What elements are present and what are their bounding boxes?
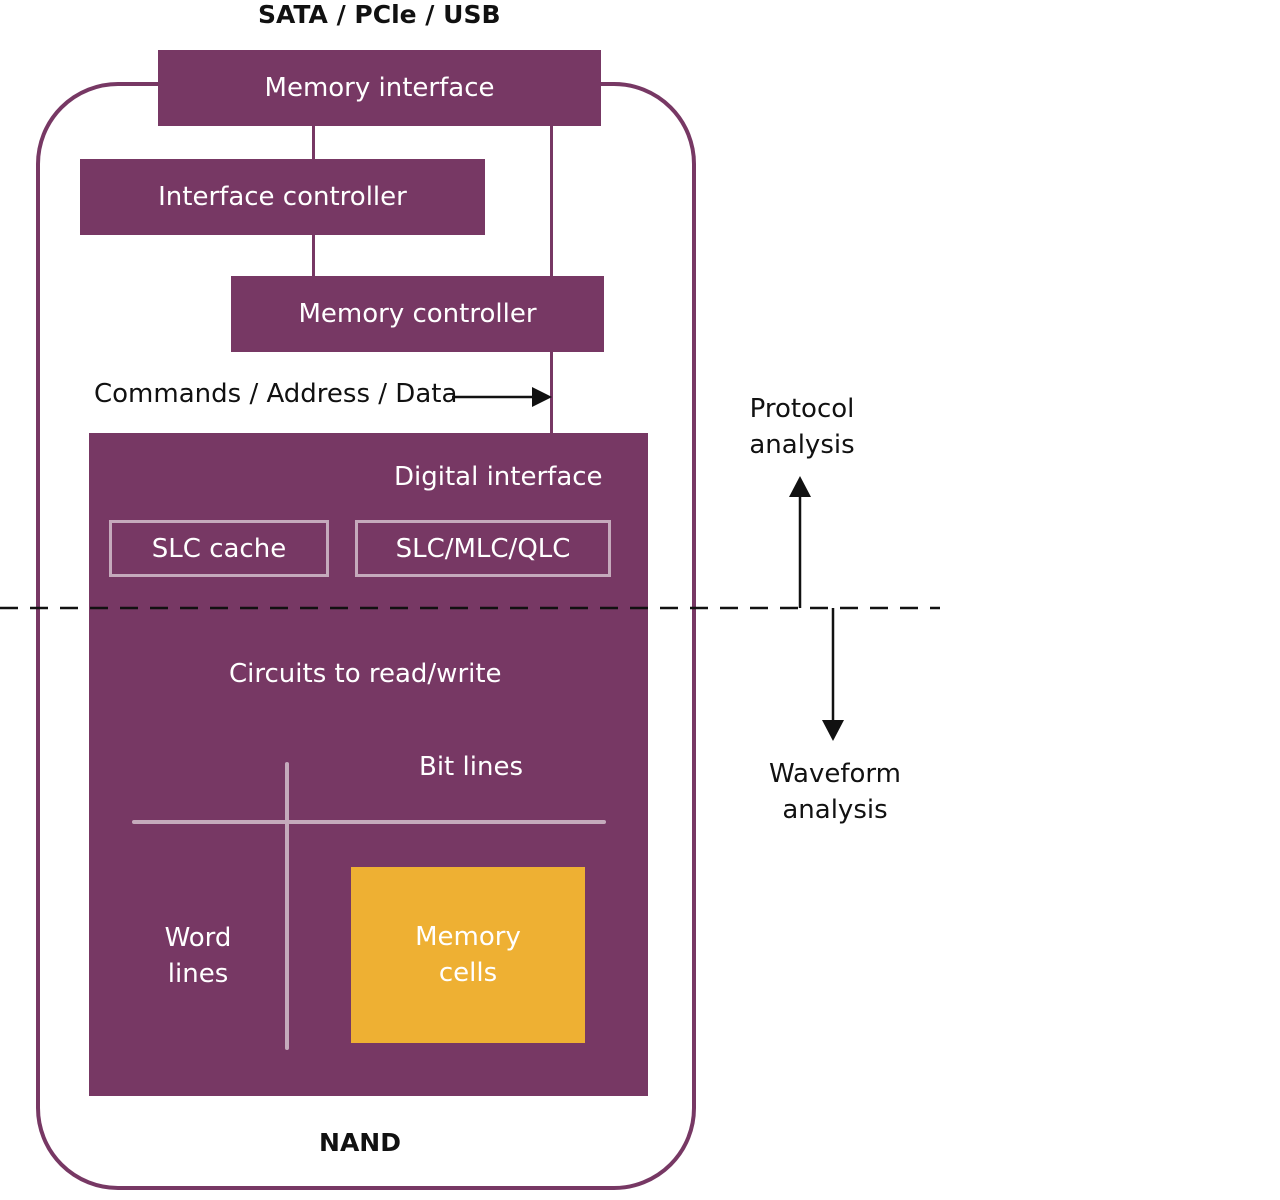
connector-line: [550, 126, 553, 276]
bit-lines-label: Bit lines: [419, 752, 523, 782]
protocol-analysis-line2: analysis: [749, 430, 855, 460]
slc-mlc-qlc-box: SLC/MLC/QLC: [355, 520, 611, 577]
interface-controller-box: Interface controller: [80, 159, 485, 235]
connector-line: [312, 126, 315, 160]
bus-label: SATA / PCle / USB: [258, 0, 501, 29]
waveform-arrow-head: [822, 720, 844, 741]
interface-controller-label: Interface controller: [158, 182, 407, 212]
slc-cache-label: SLC cache: [151, 533, 287, 564]
connector-line: [550, 351, 553, 434]
digital-interface-label: Digital interface: [394, 462, 603, 492]
waveform-analysis-line1: Waveform: [769, 759, 901, 789]
nand-label: NAND: [319, 1128, 401, 1157]
memory-controller-label: Memory controller: [298, 299, 537, 329]
word-lines-line2: lines: [167, 959, 229, 989]
slc-mlc-qlc-label: SLC/MLC/QLC: [395, 533, 571, 564]
memory-controller-box: Memory controller: [231, 276, 604, 352]
waveform-analysis-label: Waveform analysis: [755, 756, 915, 828]
commands-address-data-label: Commands / Address / Data: [94, 379, 458, 409]
protocol-analysis-line1: Protocol: [749, 394, 855, 424]
commands-arrow-head: [532, 387, 552, 407]
connector-line: [312, 235, 315, 276]
word-lines-label: Word lines: [140, 920, 256, 992]
memory-cells-line2: cells: [438, 958, 498, 988]
memory-cells-line1: Memory: [415, 922, 521, 952]
waveform-analysis-line2: analysis: [782, 795, 888, 825]
protocol-arrow-head: [789, 476, 811, 497]
word-lines-line1: Word: [164, 923, 232, 953]
slc-cache-box: SLC cache: [109, 520, 329, 577]
memory-cells-box: Memory cells: [351, 867, 585, 1043]
memory-interface-label: Memory interface: [264, 73, 495, 103]
protocol-analysis-label: Protocol analysis: [730, 391, 874, 463]
read-write-circuits-label: Circuits to read/write: [229, 659, 502, 689]
memory-interface-box: Memory interface: [158, 50, 601, 126]
